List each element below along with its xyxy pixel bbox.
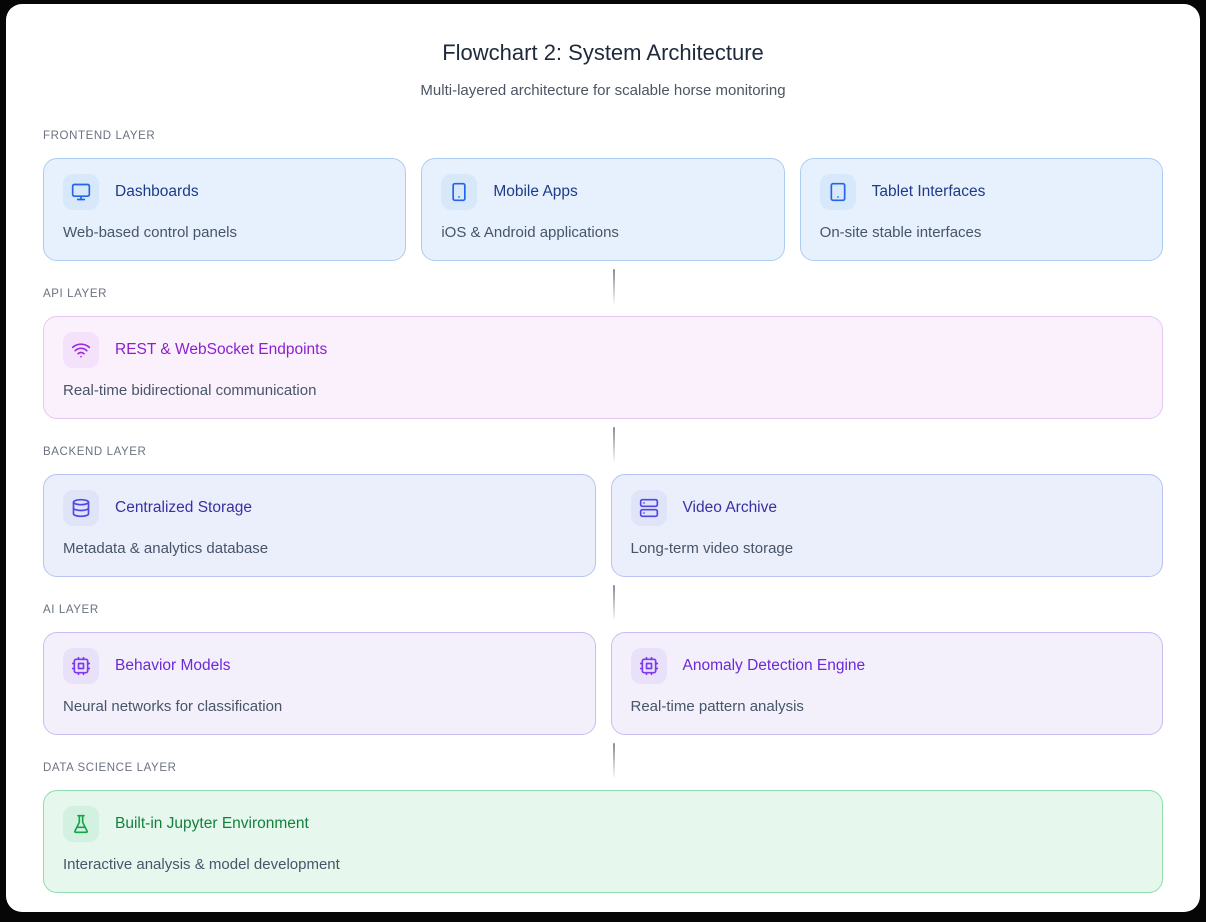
card-header: Behavior Models	[63, 648, 576, 684]
card-title: REST & WebSocket Endpoints	[115, 341, 328, 358]
layer-label: AI LAYER	[43, 604, 99, 616]
card-title: Tablet Interfaces	[871, 183, 986, 200]
flowchart-node-card: Mobile Apps iOS & Android applications	[421, 158, 785, 261]
page-title: Flowchart 2: System Architecture	[442, 40, 764, 65]
layer-section-data-science-layer: DATA SCIENCE LAYER Built-in Jupyter Envir…	[43, 743, 1163, 893]
monitor-icon	[63, 174, 99, 210]
layer-label: API LAYER	[43, 288, 107, 300]
card-header: Dashboards	[63, 174, 386, 210]
card-header: Anomaly Detection Engine	[630, 648, 1144, 684]
card-title: Behavior Models	[115, 657, 231, 674]
layer-label: DATA SCIENCE LAYER	[43, 762, 177, 774]
card-header: Built-in Jupyter Environment	[63, 806, 1143, 842]
card-header: Mobile Apps	[441, 174, 764, 210]
card-description: Real-time pattern analysis	[630, 698, 804, 715]
card-description: Real-time bidirectional communication	[63, 382, 317, 399]
layer-connector-line	[613, 427, 615, 462]
card-description: Metadata & analytics database	[63, 540, 269, 557]
layer-label: BACKEND LAYER	[43, 446, 147, 458]
card-description: Neural networks for classification	[63, 698, 283, 715]
card-description: Long-term video storage	[630, 540, 794, 557]
card-header: Video Archive	[630, 490, 1144, 526]
page-subtitle: Multi-layered architecture for scalable …	[420, 82, 786, 99]
card-title: Anomaly Detection Engine	[682, 657, 866, 674]
layer-label: FRONTEND LAYER	[43, 130, 156, 142]
cpu-icon	[630, 648, 667, 684]
card-title: Dashboards	[115, 183, 199, 200]
card-description: Interactive analysis & model development	[63, 856, 340, 873]
card-description: iOS & Android applications	[441, 224, 619, 241]
database-icon	[63, 490, 99, 526]
tablet-icon	[819, 174, 856, 210]
card-header: REST & WebSocket Endpoints	[63, 332, 1143, 368]
server-icon	[630, 490, 667, 526]
flask-icon	[63, 806, 99, 842]
card-title: Mobile Apps	[493, 183, 578, 200]
cpu-icon	[63, 648, 99, 684]
layer-connector-line	[613, 269, 615, 304]
smartphone-icon	[441, 174, 478, 210]
page-header: Flowchart 2: System Architecture Multi-l…	[6, 40, 1200, 100]
card-title: Video Archive	[682, 499, 778, 516]
card-header: Centralized Storage	[63, 490, 576, 526]
layer-connector-line	[613, 743, 615, 778]
card-description: On-site stable interfaces	[819, 224, 982, 241]
card-header: Tablet Interfaces	[819, 174, 1143, 210]
card-title: Centralized Storage	[115, 499, 252, 516]
app-window: Flowchart 2: System Architecture Multi-l…	[6, 4, 1200, 912]
card-title: Built-in Jupyter Environment	[115, 815, 309, 832]
card-description: Web-based control panels	[63, 224, 237, 241]
wifi-icon	[63, 332, 99, 368]
layer-connector-line	[613, 585, 615, 620]
